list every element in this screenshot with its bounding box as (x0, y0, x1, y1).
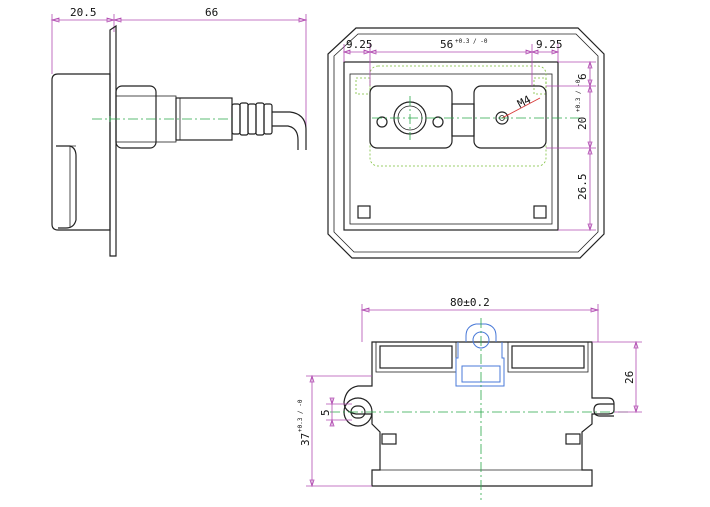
front-dim-center-tol: +0.3 / -0 (455, 38, 488, 45)
bottom-dim-width-label: 80±0.2 (450, 296, 490, 309)
side-lens-housing (56, 145, 77, 229)
side-dim-plate-label: 20.5 (70, 6, 97, 19)
front-dim-center-label: 56 (440, 38, 453, 51)
front-m4-leader (501, 97, 541, 119)
side-plate (109, 24, 117, 257)
front-m4-label: M4 (515, 93, 533, 111)
front-square-left (357, 205, 371, 219)
front-body (343, 61, 559, 231)
bottom-dim-left-label: 37 (299, 433, 312, 446)
front-view: M4 9.25 56 +0.3 / -0 9.25 6 20 +0.3 / -0… (327, 27, 605, 259)
bottom-dim-slot-label: 5 (319, 409, 332, 416)
bottom-window-left-frame (375, 341, 457, 373)
bottom-left-arrows (309, 374, 315, 488)
front-hidden-left-tab (355, 77, 371, 95)
side-strain-relief (231, 102, 273, 136)
side-cable-top (272, 111, 307, 150)
bottom-dim-left-tol: +0.3 / -0 (297, 399, 304, 432)
bottom-dim-height-label: 26 (623, 371, 636, 384)
bottom-right-arrows (633, 340, 639, 414)
front-dim-left-label: 9.25 (346, 38, 373, 51)
bottom-view: 80±0.2 26 37 (297, 296, 642, 500)
bottom-slot-arrows (329, 397, 335, 427)
bottom-window-left (379, 345, 453, 369)
front-dim-right-label: 9.25 (536, 38, 563, 51)
bottom-right-slot (593, 403, 614, 417)
front-outer-plate (327, 27, 605, 259)
bottom-top-arrows (360, 307, 600, 313)
bottom-window-right (511, 345, 585, 369)
front-led-left (376, 116, 388, 128)
side-view: 20.5 66 (50, 6, 308, 257)
front-square-right (533, 205, 547, 219)
front-dim-top-label: 6 (576, 73, 589, 80)
bottom-square-left (381, 433, 397, 445)
front-led-right (432, 116, 444, 128)
bottom-square-right (565, 433, 581, 445)
side-cable-bottom (272, 125, 299, 150)
front-dim-bottom-label: 26.5 (576, 174, 589, 201)
front-right-arrows (587, 60, 593, 232)
side-body (51, 73, 111, 231)
side-dim-length-label: 66 (205, 6, 218, 19)
side-connector (115, 85, 157, 149)
front-hidden-outline (369, 65, 547, 167)
front-dim-hole-label: 20 (576, 117, 589, 130)
bottom-clip-body (455, 342, 505, 387)
bottom-body-outline (343, 341, 615, 487)
front-connector-window (473, 85, 547, 149)
front-dim-hole-tol: +0.3 / -0 (575, 79, 582, 112)
bottom-window-right-frame (507, 341, 589, 373)
front-outer-inner-edge (333, 33, 599, 253)
front-top-arrows (342, 49, 560, 55)
front-bridge (451, 103, 475, 137)
side-dim-arrows (50, 17, 308, 23)
front-body-inner (349, 73, 553, 225)
